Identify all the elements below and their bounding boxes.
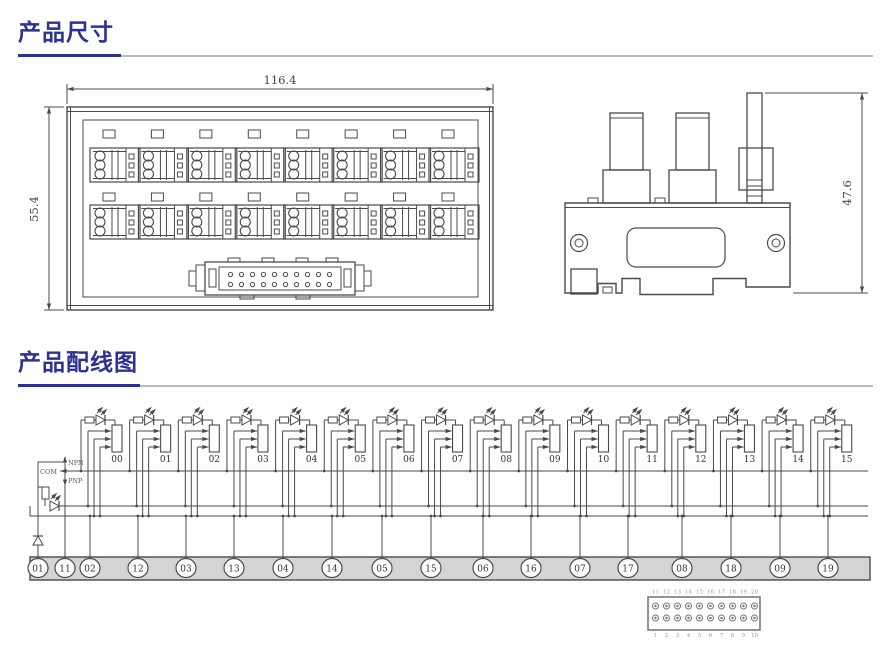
channel: 00 <box>79 406 123 518</box>
terminal-number: 03 <box>180 565 192 575</box>
pin-number-top: 13 <box>674 590 681 596</box>
channel: 09 <box>517 406 561 518</box>
pin-number-top: 15 <box>696 590 703 596</box>
wiring-circuit <box>29 468 868 517</box>
pin-number-bottom: 9 <box>742 633 746 639</box>
terminal-number: 19 <box>822 565 834 575</box>
channel: 04 <box>274 406 318 518</box>
channel: 08 <box>468 406 512 518</box>
pin-number-top: 17 <box>718 590 725 596</box>
channel-label: 04 <box>306 455 318 465</box>
pin-number-bottom: 4 <box>687 633 691 639</box>
rule-accent-segment <box>18 54 121 57</box>
pin-number-top: 19 <box>740 590 747 596</box>
side-view <box>564 92 791 296</box>
terminal-number: 02 <box>84 565 95 575</box>
pin-number-bottom: 5 <box>698 633 702 639</box>
terminal-number: 08 <box>676 565 688 575</box>
terminal-number: 18 <box>725 565 737 575</box>
section-rule-wiring <box>18 384 873 388</box>
channel-label: 03 <box>257 455 269 465</box>
channel-label: 10 <box>598 455 610 465</box>
rule-accent-segment <box>18 384 140 387</box>
channel-label: 08 <box>500 455 512 465</box>
channel-label: 14 <box>792 455 804 465</box>
channel-label: 07 <box>452 455 464 465</box>
npn-label: NPN <box>68 459 84 467</box>
terminal-number: 01 <box>32 565 43 575</box>
pin-number-top: 18 <box>729 590 736 596</box>
channel-label: 02 <box>209 455 220 465</box>
pin-number-bottom: 2 <box>665 633 669 639</box>
channels: 00 01 02 03 04 05 06 07 08 09 10 11 12 13 14 15 <box>79 406 853 518</box>
channel: 10 <box>566 406 610 518</box>
terminal-number: 06 <box>477 565 489 575</box>
channel: 05 <box>322 406 367 518</box>
dimension-annotations: 116.4 55.4 47.6 <box>27 73 868 311</box>
channel-label: 13 <box>744 455 756 465</box>
dimension-label: 47.6 <box>840 180 854 206</box>
pin-number-bottom: 10 <box>751 633 758 639</box>
pin-number-bottom: 1 <box>654 633 658 639</box>
pin-number-top: 12 <box>663 590 670 596</box>
pin-number-top: 11 <box>652 590 659 596</box>
section-rule-dimensions <box>18 54 873 58</box>
channel-label: 06 <box>403 455 415 465</box>
terminal-blocks <box>89 129 480 240</box>
terminal-number: 05 <box>376 565 388 575</box>
channel: 15 <box>809 406 853 518</box>
dimension-drawing: 116.4 55.4 47.6 <box>27 73 868 311</box>
terminal-number: 09 <box>774 565 786 575</box>
channel-label: 09 <box>549 455 561 465</box>
terminal-number: 14 <box>326 565 338 575</box>
front-view <box>66 106 494 311</box>
channel-label: 11 <box>646 455 657 465</box>
section-title-wiring: 产品配线图 <box>18 349 138 375</box>
section-title-dimensions: 产品尺寸 <box>18 19 114 45</box>
channel: 13 <box>712 406 756 518</box>
channel: 03 <box>225 406 269 518</box>
rule-gray-segment <box>121 55 873 57</box>
idc-connector <box>188 257 372 300</box>
pin-number-bottom: 3 <box>676 633 680 639</box>
common-branch: NPN PNP COM <box>32 456 84 559</box>
rule-gray-segment <box>140 385 873 387</box>
terminal-number: 11 <box>59 565 70 575</box>
dimension-label: 116.4 <box>264 73 297 87</box>
channel: 12 <box>663 406 707 518</box>
channel-label: 05 <box>355 455 367 465</box>
terminal-number: 12 <box>132 565 143 575</box>
terminal-bar <box>29 556 871 581</box>
terminal-number: 17 <box>622 565 634 575</box>
pin-number-top: 16 <box>707 590 714 596</box>
channel: 07 <box>420 406 464 518</box>
terminal-number: 13 <box>228 565 240 575</box>
dimension-label: 55.4 <box>27 196 41 222</box>
com-label: COM <box>40 468 57 476</box>
channel-label: 01 <box>160 455 171 465</box>
channel: 11 <box>614 406 658 518</box>
terminal-number: 04 <box>277 565 289 575</box>
terminal-numbers: 01 11 02 12 03 13 04 14 05 15 06 16 07 17 08 18 09 19 <box>27 514 839 579</box>
terminal-number: 07 <box>574 565 586 575</box>
channel: 14 <box>760 406 804 518</box>
pin-number-bottom: 6 <box>709 633 713 639</box>
terminal-number: 15 <box>425 565 437 575</box>
pin-number-bottom: 8 <box>731 633 735 639</box>
pin-number-top: 20 <box>751 590 758 596</box>
pin-number-bottom: 7 <box>720 633 724 639</box>
channel-label: 15 <box>841 455 853 465</box>
channel-label: 00 <box>111 455 123 465</box>
terminal-number: 16 <box>525 565 537 575</box>
channel-label: 12 <box>695 455 706 465</box>
pin-number-top: 14 <box>685 590 692 596</box>
channel: 01 <box>128 406 171 518</box>
channel: 02 <box>176 406 220 518</box>
channel: 06 <box>371 406 415 518</box>
pnp-label: PNP <box>68 477 83 485</box>
